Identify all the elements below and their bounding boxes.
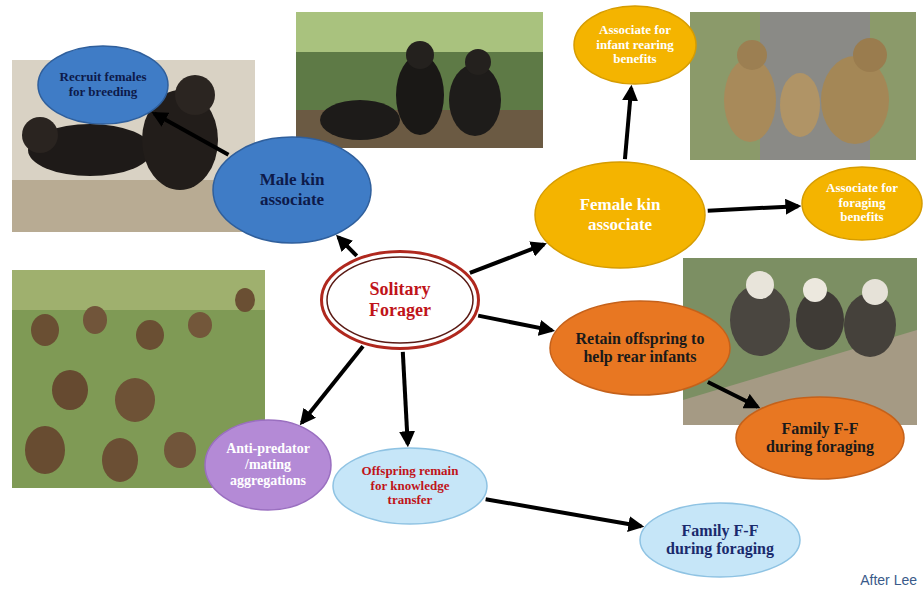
strategy-ellipse: Male kin associate [212, 136, 372, 244]
bonobo-photo [296, 12, 543, 148]
outcome-ellipse: Family F-F during foraging [639, 502, 801, 578]
node-body: Female kin associate [534, 161, 706, 269]
arrow-connector [708, 382, 758, 407]
outcome-ellipse: Associate for foraging benefits [801, 166, 923, 241]
arrow-connector [486, 499, 641, 526]
arrow-connector [708, 206, 798, 210]
node-body: Recruit females for breeding [37, 45, 169, 125]
baboon-photo [690, 12, 916, 160]
arrow-connector [403, 352, 408, 444]
node-label: Offspring remain for knowledge transfer [354, 464, 466, 509]
node-label: Anti-predator /mating aggregations [222, 441, 314, 489]
outcome-ellipse: Family F-F during foraging [735, 396, 905, 480]
node-label: Retain offspring to help rear infants [575, 330, 706, 367]
node-label: Family F-F during foraging [662, 522, 779, 559]
node-body: Family F-F during foraging [639, 502, 801, 578]
node-body: Male kin associate [212, 136, 372, 244]
arrow-connector [625, 88, 631, 159]
arrow-connector [478, 316, 552, 331]
outcome-ellipse: Associate for infant rearing benefits [573, 5, 697, 85]
node-body: Offspring remain for knowledge transfer [332, 447, 488, 525]
central-ellipse: Solitary Forager [320, 250, 480, 350]
node-label: Family F-F during foraging [759, 420, 881, 457]
node-label: Male kin associate [235, 170, 350, 209]
node-body: Anti-predator /mating aggregations [204, 419, 332, 511]
node-body: Associate for infant rearing benefits [573, 5, 697, 85]
arrow-connector [338, 237, 356, 256]
arrow-connector [470, 244, 544, 273]
node-label: Associate for foraging benefits [818, 181, 906, 226]
strategy-ellipse: Retain offspring to help rear infants [549, 300, 731, 396]
outcome-ellipse: Recruit females for breeding [37, 45, 169, 125]
node-body: Associate for foraging benefits [801, 166, 923, 241]
strategy-ellipse: Female kin associate [534, 161, 706, 269]
node-label: Recruit females for breeding [56, 70, 151, 100]
credit-note: After Lee [860, 572, 917, 588]
arrow-connector [302, 346, 363, 422]
strategy-ellipse: Anti-predator /mating aggregations [204, 419, 332, 511]
node-body: Retain offspring to help rear infants [549, 300, 731, 396]
strategy-ellipse: Offspring remain for knowledge transfer [332, 447, 488, 525]
arrow-connector [154, 113, 228, 154]
node-label: Associate for infant rearing benefits [591, 23, 680, 68]
node-body: Solitary Forager [320, 250, 480, 350]
node-body: Family F-F during foraging [735, 396, 905, 480]
node-label: Solitary Forager [343, 279, 458, 320]
node-label: Female kin associate [558, 195, 682, 234]
